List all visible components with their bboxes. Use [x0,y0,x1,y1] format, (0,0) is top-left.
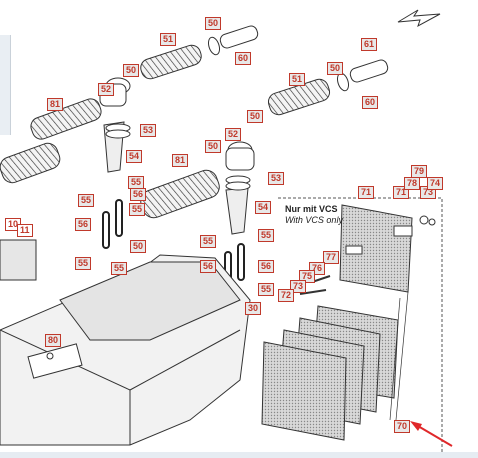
callout-55: 55 [200,235,217,248]
vcs-note: Nur mit VCS With VCS only [285,204,343,226]
callout-60: 60 [235,52,252,65]
callout-55: 55 [258,283,275,296]
callout-51: 51 [160,33,177,46]
callout-70: 70 [394,420,411,433]
pointer-arrow-icon [410,421,453,447]
callout-51: 51 [289,73,306,86]
callout-54: 54 [255,201,272,214]
callout-50: 50 [247,110,264,123]
callout-60: 60 [362,96,379,109]
vcs-note-english: With VCS only [285,215,343,225]
callout-50: 50 [123,64,140,77]
hose-assembly-upper-left [0,25,259,184]
vcs-note-german: Nur mit VCS [285,204,338,214]
callout-55: 55 [78,194,95,207]
screen-plates-70 [261,305,399,441]
callout-75: 75 [299,270,316,283]
callout-50: 50 [327,62,344,75]
vcs-parts [299,204,436,295]
direction-arrow-icon [397,9,441,28]
callout-55: 55 [258,229,275,242]
machine-body [0,239,251,446]
callout-77: 77 [323,251,340,264]
callout-76: 76 [309,262,326,275]
callout-81: 81 [47,98,64,111]
page-margin-strip [0,35,11,135]
callout-53: 53 [140,124,157,137]
callout-81: 81 [172,154,189,167]
callout-56: 56 [200,260,217,273]
callout-53: 53 [268,172,285,185]
callout-61: 61 [361,38,378,51]
callout-55: 55 [111,262,128,275]
callout-55: 55 [129,203,146,216]
callout-78: 78 [404,177,421,190]
callout-74: 74 [427,177,444,190]
callout-56: 56 [258,260,275,273]
callout-11: 11 [17,224,33,237]
callout-56: 56 [75,218,92,231]
callout-72: 72 [278,289,295,302]
callout-80: 80 [45,334,62,347]
callout-54: 54 [126,150,143,163]
callout-56: 56 [130,188,147,201]
callout-52: 52 [98,83,115,96]
leader-lines [389,291,409,421]
callout-71: 71 [358,186,375,199]
callout-50: 50 [205,140,222,153]
hose-assembly-upper-right [140,59,389,235]
callout-50: 50 [130,240,147,253]
bottom-margin-strip [0,452,478,458]
callout-55: 30 [245,302,262,315]
callout-50: 50 [205,17,222,30]
callout-52: 52 [225,128,242,141]
callout-55: 55 [75,257,92,270]
callout-55: 55 [128,176,145,189]
